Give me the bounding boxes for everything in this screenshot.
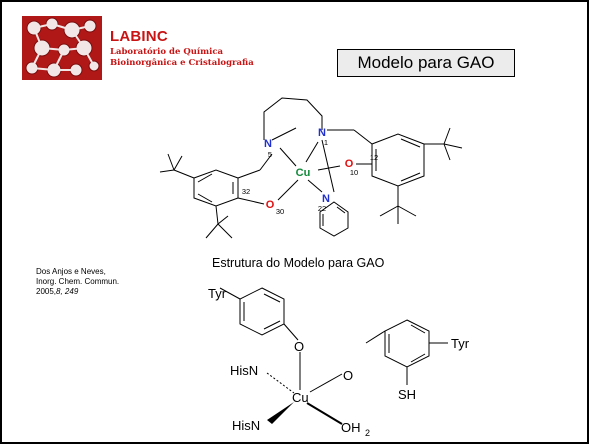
reference-line2: Inorg. Chem. Commun. (36, 277, 120, 286)
label-o-right: O (343, 368, 353, 383)
label-tyr-left: Tyr (208, 286, 227, 301)
slide-title: Modelo para GAO (337, 49, 515, 77)
structure-caption: Estrutura do Modelo para GAO (212, 256, 385, 270)
label-10: 10 (350, 168, 358, 177)
logo-subtitle: Laboratório de Química Bioinorgânica e C… (110, 47, 254, 69)
label-hisn-bottom: HisN (232, 418, 260, 433)
label-oh-subscript: 2 (365, 428, 370, 438)
reference-citation: Dos Anjos e Neves, Inorg. Chem. Commun. … (36, 267, 119, 297)
reference-line1: Dos Anjos e Neves, (36, 267, 106, 276)
atom-n1: N (318, 127, 326, 139)
logo-subtitle-line2: Bioinorgânica e Cristalografia (110, 58, 254, 68)
logo-subtitle-line1: Laboratório de Química (110, 47, 224, 57)
atom-n22: N (322, 193, 330, 205)
label-hisn-top: HisN (230, 363, 258, 378)
reference-line3: 2005,8, 249 (36, 287, 119, 297)
label-cu-active: Cu (292, 390, 309, 405)
atom-o30: O (266, 199, 275, 211)
atom-n5: N (264, 138, 272, 150)
reference-year: 2005, (36, 287, 57, 296)
atom-o10: O (345, 158, 354, 170)
logo-title: LABINC (110, 28, 168, 45)
label-tyr-right: Tyr (451, 336, 470, 351)
reference-volume: 8, 249 (56, 287, 79, 296)
label-1: 1 (324, 138, 328, 147)
atom-cu-model: Cu (296, 167, 311, 179)
label-32: 32 (242, 187, 250, 196)
label-o-top: O (294, 339, 304, 354)
label-sh: SH (398, 387, 416, 402)
label-30: 30 (276, 207, 284, 216)
label-22: 22 (318, 204, 326, 213)
label-oh: OH (341, 420, 361, 435)
labinc-logo-image (22, 16, 102, 80)
label-5: 5 (268, 150, 272, 159)
label-12: 12 (370, 153, 378, 162)
